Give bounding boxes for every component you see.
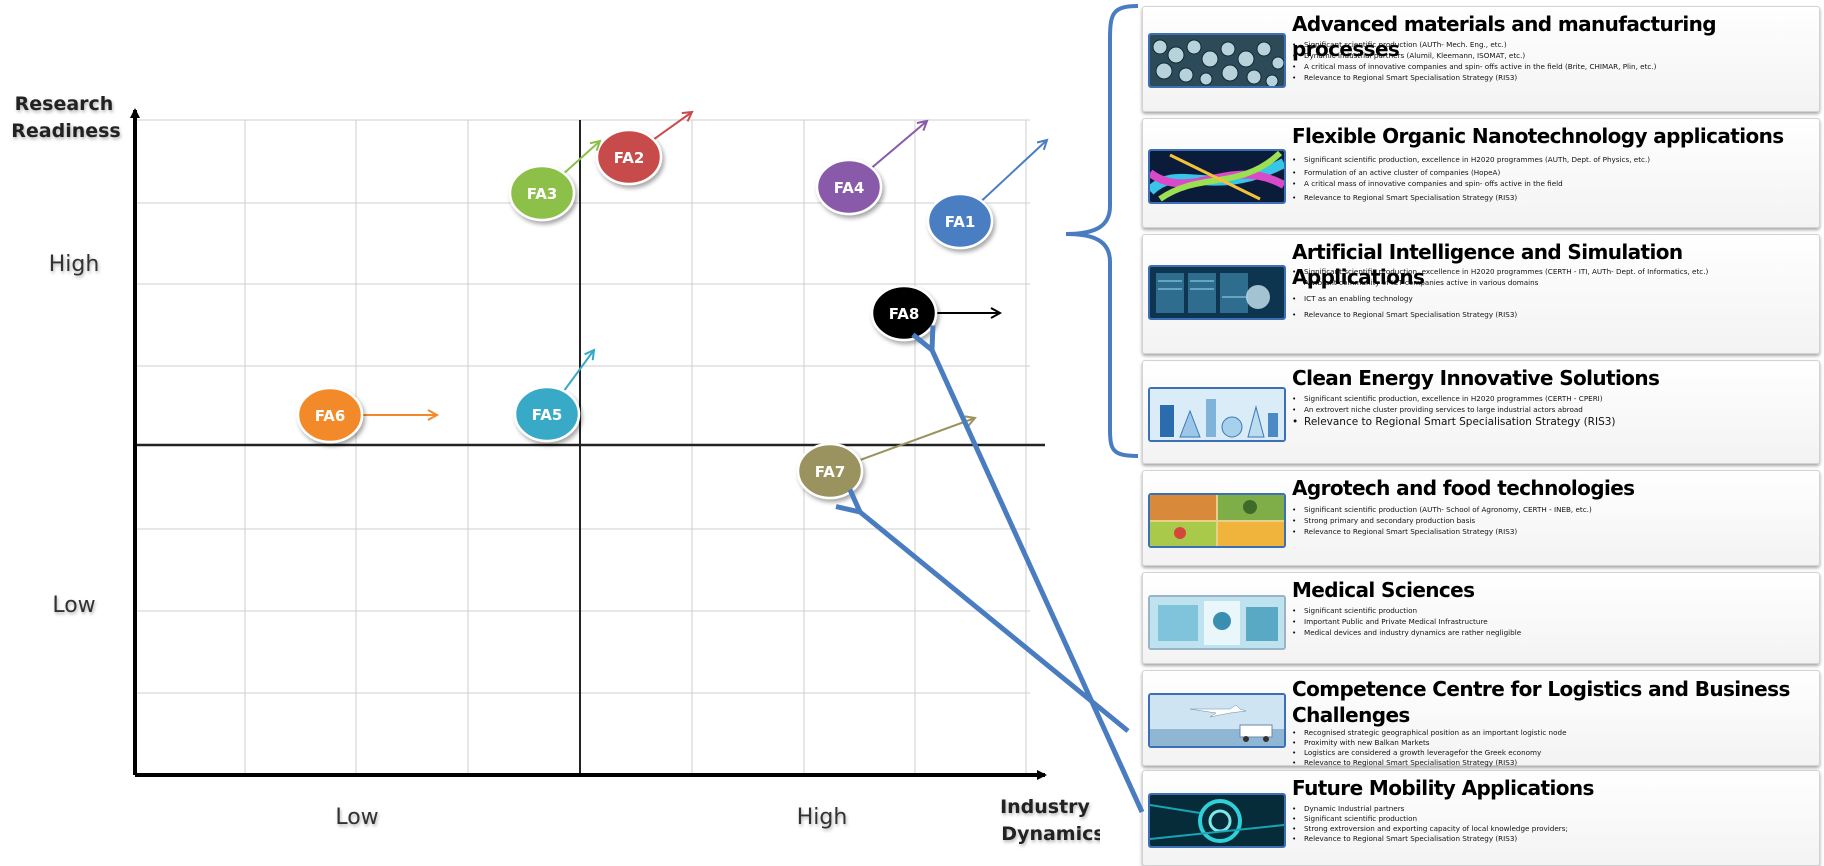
node-fa1-label: FA1 bbox=[945, 213, 976, 231]
card-future-mobility: Future Mobility Applications Dynamic Ind… bbox=[1142, 770, 1820, 866]
node-fa4: FA4 bbox=[815, 119, 929, 216]
node-fa6: FA6 bbox=[296, 386, 440, 444]
bullet: Relevance to Regional Smart Specialisati… bbox=[1292, 834, 1815, 844]
card-title: Medical Sciences bbox=[1292, 578, 1475, 602]
node-fa1-bubble bbox=[926, 192, 994, 250]
node-fa7: FA7 bbox=[796, 415, 977, 500]
card-bullets: Significant scientific production (AUTh-… bbox=[1292, 504, 1815, 537]
node-fa3: FA3 bbox=[508, 139, 602, 222]
card-title: Agrotech and food technologies bbox=[1292, 476, 1635, 500]
bullet: Important Public and Private Medical Inf… bbox=[1292, 616, 1815, 627]
bullet: Relevance to Regional Smart Specialisati… bbox=[1292, 192, 1815, 203]
bullet: Formulation of an active cluster of comp… bbox=[1292, 167, 1815, 178]
medical-thumbnail bbox=[1148, 595, 1286, 650]
readiness-dynamics-matrix: Research Readiness Industry Dynamics Hig… bbox=[11, 93, 1100, 845]
bullet: Relevance to Regional Smart Specialisati… bbox=[1292, 758, 1815, 768]
bullet: A critical mass of innovative companies … bbox=[1292, 178, 1815, 189]
bullet: Recognised strategic geographical positi… bbox=[1292, 728, 1815, 738]
bullet: Significant scientific production bbox=[1292, 814, 1815, 824]
card-title: Flexible Organic Nanotechnology applicat… bbox=[1292, 124, 1784, 148]
ai-thumbnail bbox=[1148, 265, 1286, 320]
bullet: Relevance to Regional Smart Specialisati… bbox=[1292, 415, 1815, 429]
focus-area-cards: Advanced materials and manufacturing pro… bbox=[1142, 6, 1822, 866]
x-axis-title-line2: Dynamics bbox=[1001, 823, 1100, 845]
y-label-low: Low bbox=[52, 593, 95, 618]
node-fa3-label: FA3 bbox=[527, 185, 558, 203]
node-fa2-bubble bbox=[595, 128, 663, 186]
materials-thumbnail bbox=[1148, 33, 1286, 88]
card-bullets: Dynamic Industrial partners Significant … bbox=[1292, 804, 1815, 844]
card-bullets: Recognised strategic geographical positi… bbox=[1292, 728, 1815, 768]
card-bullets: Significant scientific production (AUTh-… bbox=[1292, 39, 1815, 83]
card-bullets: Significant scientific production, excel… bbox=[1292, 393, 1815, 429]
bullet: Proximity with new Balkan Markets bbox=[1292, 738, 1815, 748]
bullet: ICT as an enabling technology bbox=[1292, 293, 1815, 304]
bullet: Relevance to Regional Smart Specialisati… bbox=[1292, 309, 1815, 320]
bullet: Dynamic industrial partners (Alumil, Kle… bbox=[1292, 50, 1815, 61]
node-fa8-label: FA8 bbox=[889, 305, 920, 323]
agrotech-thumbnail bbox=[1148, 493, 1286, 548]
bullet: Significant scientific production (AUTh-… bbox=[1292, 504, 1815, 515]
node-fa1: FA1 bbox=[926, 138, 1049, 250]
bullet: A critical mass of innovative companies … bbox=[1292, 61, 1815, 72]
card-logistics: Competence Centre for Logistics and Busi… bbox=[1142, 670, 1820, 768]
card-title: Future Mobility Applications bbox=[1292, 776, 1594, 800]
bullet: Relevance to Regional Smart Specialisati… bbox=[1292, 72, 1815, 83]
card-artificial-intelligence: Artificial Intelligence and Simulation A… bbox=[1142, 234, 1820, 354]
bullet: Significant scientific production, excel… bbox=[1292, 266, 1815, 277]
card-clean-energy: Clean Energy Innovative Solutions Signif… bbox=[1142, 360, 1820, 464]
node-fa2-label: FA2 bbox=[614, 149, 645, 167]
card-agrotech: Agrotech and food technologies Significa… bbox=[1142, 470, 1820, 566]
card-title: Competence Centre for Logistics and Busi… bbox=[1292, 677, 1790, 727]
bullet: Significant scientific production, excel… bbox=[1292, 393, 1815, 404]
card-bullets: Significant scientific production, excel… bbox=[1292, 266, 1815, 320]
node-fa6-bubble bbox=[296, 386, 364, 444]
card-title: Clean Energy Innovative Solutions bbox=[1292, 366, 1660, 390]
bullet: Significant scientific production bbox=[1292, 605, 1815, 616]
node-fa3-bubble bbox=[508, 164, 576, 222]
bullet: Significant scientific production, excel… bbox=[1292, 153, 1815, 167]
mobility-thumbnail bbox=[1148, 793, 1286, 848]
node-fa7-label: FA7 bbox=[815, 463, 846, 481]
node-fa6-label: FA6 bbox=[315, 407, 346, 425]
bullet: An extrovert niche cluster providing ser… bbox=[1292, 404, 1815, 415]
x-label-high: High bbox=[797, 805, 848, 830]
node-fa5: FA5 bbox=[513, 348, 596, 443]
bullet: A vibrant community of ICT companies act… bbox=[1292, 277, 1815, 288]
card-bullets: Significant scientific production, excel… bbox=[1292, 153, 1815, 203]
bullet: Relevance to Regional Smart Specialisati… bbox=[1292, 526, 1815, 537]
card-medical-sciences: Medical Sciences Significant scientific … bbox=[1142, 572, 1820, 664]
node-fa4-label: FA4 bbox=[834, 179, 865, 197]
bullet: Significant scientific production (AUTh-… bbox=[1292, 39, 1815, 50]
x-axis-title-line1: Industry bbox=[1000, 796, 1090, 818]
x-label-low: Low bbox=[335, 805, 378, 830]
node-fa4-bubble bbox=[815, 158, 883, 216]
bullet: Medical devices and industry dynamics ar… bbox=[1292, 627, 1815, 638]
bullet: Strong primary and secondary production … bbox=[1292, 515, 1815, 526]
node-fa5-label: FA5 bbox=[532, 406, 563, 424]
bullet: Logistics are considered a growth levera… bbox=[1292, 748, 1815, 758]
logistics-thumbnail bbox=[1148, 693, 1286, 748]
node-fa7-bubble bbox=[796, 442, 864, 500]
card-advanced-materials: Advanced materials and manufacturing pro… bbox=[1142, 6, 1820, 112]
clean-energy-thumbnail bbox=[1148, 387, 1286, 442]
card-organic-nanotechnology: Flexible Organic Nanotechnology applicat… bbox=[1142, 118, 1820, 228]
bullet: Strong extroversion and exporting capaci… bbox=[1292, 824, 1815, 834]
y-label-high: High bbox=[49, 252, 100, 277]
bullet: Dynamic Industrial partners bbox=[1292, 804, 1815, 814]
y-axis-title-line2: Readiness bbox=[11, 120, 120, 142]
node-fa2: FA2 bbox=[595, 110, 694, 186]
node-fa5-bubble bbox=[513, 385, 581, 443]
nanotech-thumbnail bbox=[1148, 149, 1286, 204]
card-bullets: Significant scientific production Import… bbox=[1292, 605, 1815, 638]
y-axis-title-line1: Research bbox=[15, 93, 114, 115]
node-fa8: FA8 bbox=[870, 284, 1003, 342]
